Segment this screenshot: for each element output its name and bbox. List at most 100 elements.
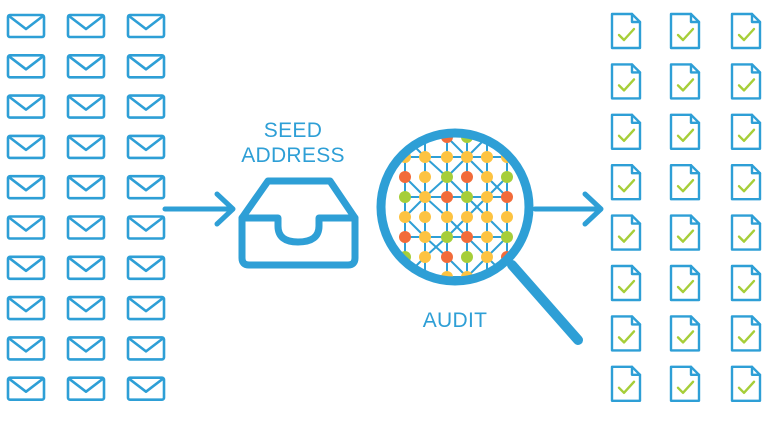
envelope-icon bbox=[6, 94, 46, 119]
network-node bbox=[419, 231, 431, 243]
envelope-icon bbox=[6, 215, 46, 240]
network-node bbox=[441, 231, 453, 243]
network-node bbox=[441, 171, 453, 183]
envelope-icon bbox=[126, 336, 166, 361]
network-node bbox=[419, 211, 431, 223]
network-node bbox=[481, 151, 493, 163]
document-check-icon bbox=[610, 163, 642, 201]
seed-address-label: SEED ADDRESS bbox=[228, 118, 358, 168]
document-check-icon bbox=[610, 264, 642, 302]
network-node bbox=[441, 211, 453, 223]
envelope-icon bbox=[126, 13, 166, 39]
network-node bbox=[501, 231, 513, 243]
network-node bbox=[441, 151, 453, 163]
network-node bbox=[481, 211, 493, 223]
envelope-icon bbox=[6, 174, 46, 200]
network-node bbox=[441, 251, 453, 263]
document-check-icon bbox=[730, 163, 762, 201]
network-node bbox=[461, 211, 473, 223]
network-node bbox=[481, 191, 493, 203]
network-node bbox=[501, 271, 513, 277]
arrow-to-inbox bbox=[162, 191, 236, 227]
network-node bbox=[501, 171, 513, 183]
document-check-icon bbox=[669, 63, 701, 100]
envelope-icon bbox=[126, 295, 166, 321]
envelope-icon bbox=[6, 295, 46, 321]
network-node bbox=[481, 251, 493, 263]
network-node bbox=[461, 151, 473, 163]
envelope-icon bbox=[66, 13, 106, 39]
network-node bbox=[481, 171, 493, 183]
network-node bbox=[399, 271, 411, 277]
envelope-icon bbox=[126, 53, 166, 79]
document-check-icon bbox=[669, 264, 701, 302]
envelope-icon bbox=[6, 53, 46, 79]
magnifying-glass-icon bbox=[376, 128, 583, 345]
envelope-icon bbox=[66, 174, 106, 200]
document-check-icon bbox=[610, 113, 642, 150]
network-node bbox=[461, 171, 473, 183]
document-check-icon bbox=[730, 315, 762, 352]
envelope-icon bbox=[126, 255, 166, 281]
envelope-icon bbox=[66, 255, 106, 281]
inbox-tray-icon bbox=[238, 177, 359, 269]
network-node bbox=[399, 137, 411, 143]
document-check-icon bbox=[730, 12, 762, 50]
envelope-icon bbox=[6, 255, 46, 281]
document-grid bbox=[610, 12, 762, 402]
network-node bbox=[501, 191, 513, 203]
document-check-icon bbox=[610, 12, 642, 50]
document-check-icon bbox=[669, 113, 701, 150]
envelope-icon bbox=[66, 215, 106, 240]
envelope-icon bbox=[126, 215, 166, 240]
network-node bbox=[481, 231, 493, 243]
document-check-icon bbox=[730, 214, 762, 251]
document-check-icon bbox=[730, 365, 762, 402]
document-check-icon bbox=[610, 365, 642, 402]
document-check-icon bbox=[610, 315, 642, 352]
network-node bbox=[419, 151, 431, 163]
network-node bbox=[399, 191, 411, 203]
envelope-icon bbox=[126, 134, 166, 160]
audit-label: AUDIT bbox=[422, 309, 488, 332]
seed-label-line1: SEED bbox=[263, 119, 323, 142]
arrow-to-documents bbox=[532, 191, 604, 227]
network-node bbox=[441, 137, 453, 143]
network-node bbox=[461, 137, 473, 143]
network-node bbox=[399, 171, 411, 183]
envelope-icon bbox=[66, 134, 106, 160]
document-check-icon bbox=[669, 214, 701, 251]
network-node bbox=[441, 271, 453, 277]
envelope-grid bbox=[6, 13, 166, 402]
network-node bbox=[501, 211, 513, 223]
envelope-icon bbox=[66, 53, 106, 79]
envelope-icon bbox=[6, 336, 46, 361]
document-check-icon bbox=[730, 113, 762, 150]
envelope-icon bbox=[66, 336, 106, 361]
network-node bbox=[419, 191, 431, 203]
document-check-icon bbox=[669, 163, 701, 201]
document-check-icon bbox=[610, 63, 642, 100]
network-node bbox=[419, 251, 431, 263]
audit-network-pattern bbox=[399, 137, 513, 277]
network-node bbox=[461, 191, 473, 203]
envelope-icon bbox=[126, 94, 166, 119]
document-check-icon bbox=[610, 214, 642, 251]
document-check-icon bbox=[669, 315, 701, 352]
envelope-icon bbox=[6, 376, 46, 402]
envelope-icon bbox=[66, 94, 106, 119]
document-check-icon bbox=[730, 264, 762, 302]
envelope-icon bbox=[126, 174, 166, 200]
envelope-icon bbox=[126, 376, 166, 402]
document-check-icon bbox=[730, 63, 762, 100]
envelope-icon bbox=[6, 13, 46, 39]
network-node bbox=[461, 231, 473, 243]
network-node bbox=[461, 271, 473, 277]
network-node bbox=[501, 137, 513, 143]
envelope-icon bbox=[66, 295, 106, 321]
document-check-icon bbox=[669, 12, 701, 50]
document-check-icon bbox=[669, 365, 701, 402]
network-node bbox=[441, 191, 453, 203]
